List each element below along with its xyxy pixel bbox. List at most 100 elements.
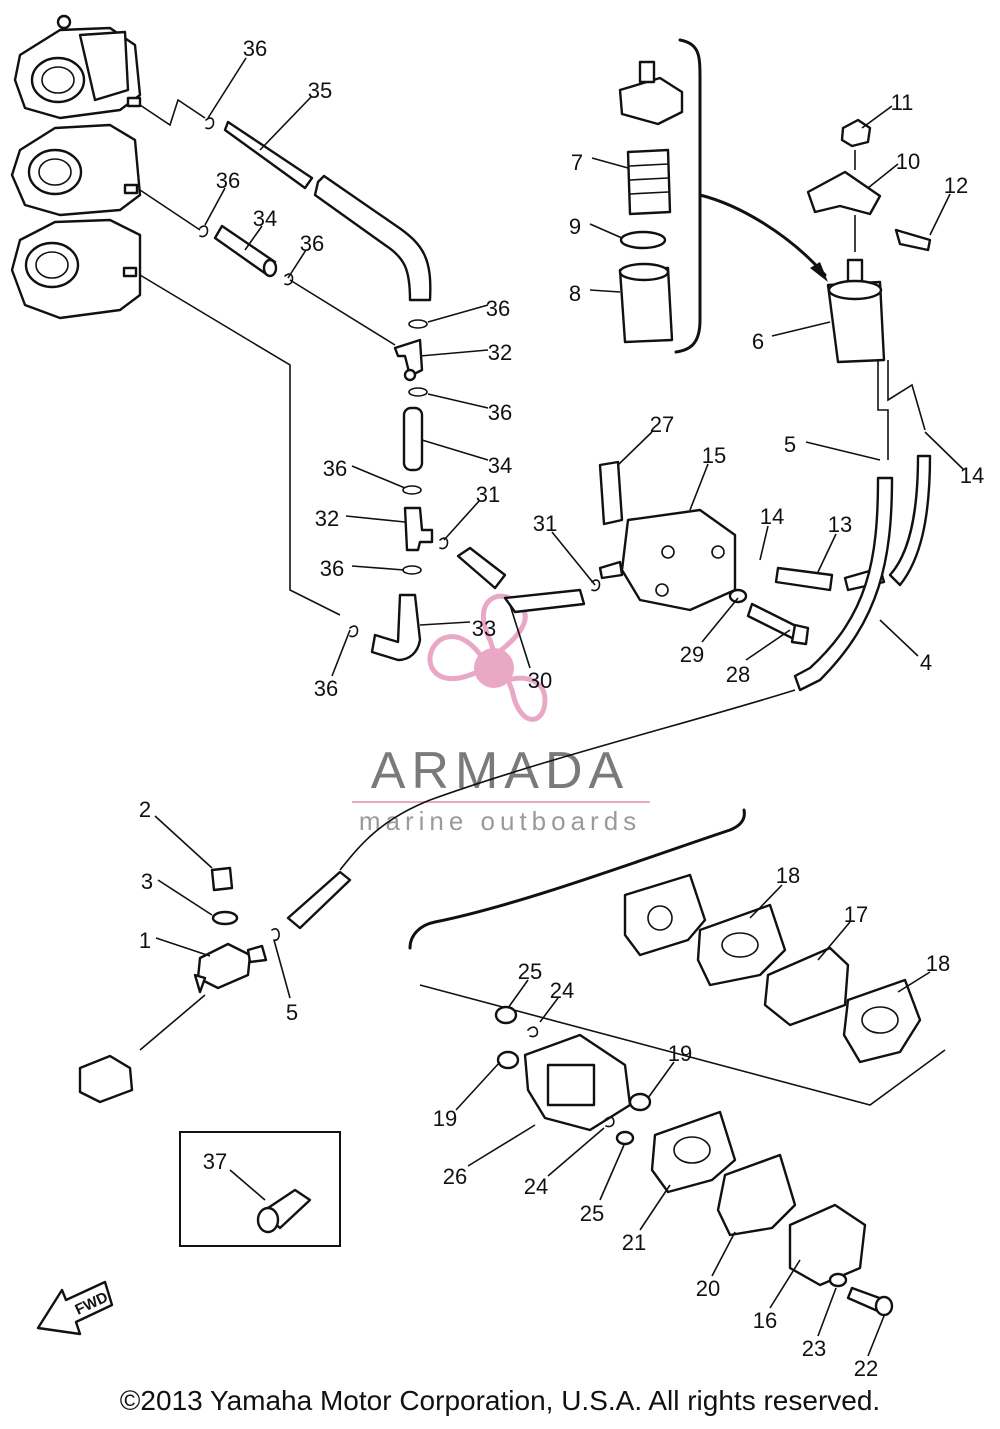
callout-label-30: 30 bbox=[528, 668, 552, 693]
leader-line-6 bbox=[771, 321, 831, 337]
part-37-box bbox=[179, 1131, 341, 1247]
callout-label-19: 19 bbox=[668, 1041, 692, 1066]
callout-label-17: 17 bbox=[844, 902, 868, 927]
hose-34-upper bbox=[213, 224, 278, 278]
leader-line-35 bbox=[259, 95, 313, 151]
callout-label-20: 20 bbox=[696, 1276, 720, 1301]
leader-line-36 bbox=[287, 249, 307, 279]
leader-line-36 bbox=[204, 187, 226, 226]
fuel-joint-assembly bbox=[78, 866, 280, 1104]
callout-label-36: 36 bbox=[216, 168, 240, 193]
t-joint-32-lower bbox=[403, 506, 434, 552]
leader-line-24 bbox=[539, 997, 559, 1023]
leader-line-18 bbox=[749, 884, 783, 919]
callout-label-36: 36 bbox=[243, 36, 267, 61]
callout-label-15: 15 bbox=[702, 443, 726, 468]
callout-label-5: 5 bbox=[286, 1000, 298, 1025]
leader-line-14 bbox=[924, 431, 965, 471]
callout-label-36: 36 bbox=[323, 456, 347, 481]
callout-label-36: 36 bbox=[300, 231, 324, 256]
callout-label-7: 7 bbox=[571, 150, 583, 175]
leader-line-29 bbox=[701, 597, 739, 643]
leader-line-13 bbox=[817, 533, 837, 573]
callout-label-28: 28 bbox=[726, 662, 750, 687]
watermark-subtitle: marine outboards bbox=[359, 806, 641, 836]
leader-line-20 bbox=[711, 1231, 736, 1277]
watermark-title: ARMADA bbox=[371, 742, 629, 800]
copyright-notice: ©2013 Yamaha Motor Corporation, U.S.A. A… bbox=[119, 1385, 881, 1416]
callout-label-4: 4 bbox=[920, 650, 932, 675]
leader-line-32 bbox=[419, 349, 489, 357]
t-joint-32-upper bbox=[393, 338, 424, 382]
hose-clips bbox=[199, 117, 601, 638]
leader-line-33 bbox=[419, 621, 471, 626]
callout-label-35: 35 bbox=[308, 78, 332, 103]
fuel-pump bbox=[598, 460, 737, 612]
callout-label-5: 5 bbox=[784, 432, 796, 457]
callout-label-6: 6 bbox=[752, 329, 764, 354]
callout-label-32: 32 bbox=[315, 506, 339, 531]
callout-label-1: 1 bbox=[139, 928, 151, 953]
callout-label-31: 31 bbox=[533, 511, 557, 536]
leader-line-19 bbox=[455, 1061, 501, 1111]
callout-label-14: 14 bbox=[760, 504, 784, 529]
callout-label-12: 12 bbox=[944, 173, 968, 198]
callout-label-27: 27 bbox=[650, 412, 674, 437]
callout-label-9: 9 bbox=[569, 214, 581, 239]
leader-line-24 bbox=[547, 1127, 605, 1177]
callout-label-34: 34 bbox=[488, 453, 512, 478]
callout-label-32: 32 bbox=[488, 340, 512, 365]
leader-line-7 bbox=[591, 157, 629, 169]
leader-line-36 bbox=[207, 57, 247, 119]
leader-line-36 bbox=[427, 304, 489, 323]
leader-line-31 bbox=[551, 531, 596, 586]
fuel-filter-assembly bbox=[698, 118, 932, 364]
leader-line-14 bbox=[759, 525, 769, 561]
leader-line-3 bbox=[157, 879, 213, 916]
leader-line-11 bbox=[861, 105, 893, 129]
leader-line-5 bbox=[805, 441, 881, 461]
callout-label-21: 21 bbox=[622, 1230, 646, 1255]
callout-label-18: 18 bbox=[926, 951, 950, 976]
callout-label-26: 26 bbox=[443, 1164, 467, 1189]
leader-line-9 bbox=[589, 223, 623, 239]
propeller-logo bbox=[427, 593, 548, 722]
long-hose-to-primer bbox=[286, 689, 796, 930]
fwd-arrow: FWD bbox=[36, 1280, 114, 1336]
callout-label-10: 10 bbox=[896, 149, 920, 174]
callout-label-37: 37 bbox=[203, 1149, 227, 1174]
callout-label-8: 8 bbox=[569, 281, 581, 306]
callout-label-24: 24 bbox=[550, 978, 574, 1003]
leader-line-16 bbox=[769, 1259, 801, 1309]
callout-label-3: 3 bbox=[141, 869, 153, 894]
leader-line-4 bbox=[879, 619, 919, 657]
callout-label-25: 25 bbox=[580, 1201, 604, 1226]
callout-label-11: 11 bbox=[891, 90, 914, 115]
carburetor-assembly bbox=[10, 14, 142, 320]
routing-lines bbox=[139, 98, 396, 616]
callout-label-25: 25 bbox=[518, 959, 542, 984]
callout-label-2: 2 bbox=[139, 797, 151, 822]
armada-watermark: ARMADA marine outboards bbox=[352, 593, 650, 836]
callout-label-31: 31 bbox=[476, 482, 500, 507]
callout-label-23: 23 bbox=[802, 1336, 826, 1361]
leader-line-26 bbox=[467, 1124, 536, 1167]
hose-35 bbox=[223, 120, 432, 302]
leader-line-21 bbox=[639, 1184, 671, 1231]
callout-label-34: 34 bbox=[253, 206, 277, 231]
pump-kit-exploded bbox=[408, 808, 946, 1317]
leader-line-19 bbox=[647, 1061, 675, 1099]
callout-label-24: 24 bbox=[524, 1174, 548, 1199]
hose-30 bbox=[456, 546, 586, 614]
hose-34-lower bbox=[402, 406, 424, 472]
callout-leaders bbox=[154, 57, 965, 1357]
leader-line-37 bbox=[229, 1169, 266, 1201]
leader-line-12 bbox=[929, 193, 951, 236]
leader-line-5 bbox=[273, 939, 291, 999]
leader-line-22 bbox=[867, 1315, 885, 1357]
leader-line-34 bbox=[421, 439, 489, 461]
callout-label-36: 36 bbox=[314, 676, 338, 701]
leader-line-1 bbox=[155, 937, 211, 957]
